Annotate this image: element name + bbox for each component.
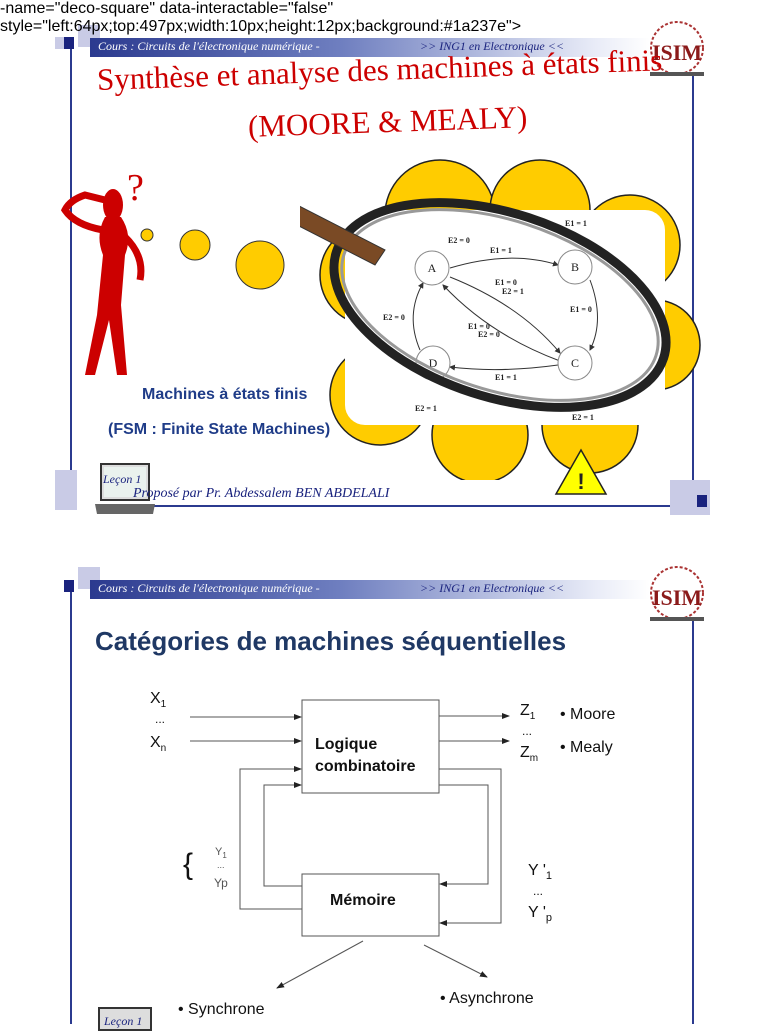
isim-logo: ISIM <box>650 21 704 76</box>
next-state-yp: Y 'p <box>528 904 553 925</box>
svg-text:E1 = 1: E1 = 1 <box>565 219 587 228</box>
next-state-y1: Y '1 <box>528 862 553 883</box>
isim-logo: ISIM <box>650 566 704 621</box>
input-x1: X1 <box>150 690 167 711</box>
output-z1: Z1 <box>520 702 536 723</box>
deco-square <box>697 495 707 507</box>
subtitle-fsm-english: (FSM : Finite State Machines) <box>108 421 331 438</box>
lesson-label: Leçon 1 <box>104 1014 143 1028</box>
svg-text:E2 = 1: E2 = 1 <box>415 404 437 413</box>
header-bar: Cours : Circuits de l'électronique numér… <box>90 580 650 599</box>
output-dots: ... <box>522 724 533 738</box>
svg-text:E2 = 0: E2 = 0 <box>448 236 470 245</box>
svg-text:E2 = 0: E2 = 0 <box>478 330 500 339</box>
svg-text:E1 = 1: E1 = 1 <box>490 246 512 255</box>
course-name: Cours : Circuits de l'électronique numér… <box>98 581 320 595</box>
type-moore: • Moore <box>560 706 616 723</box>
author: Proposé par Pr. Abdessalem BEN ABDELALI <box>133 486 390 501</box>
frame-left-line <box>70 48 72 508</box>
frame-right-line <box>692 75 694 500</box>
input-xn: Xn <box>150 734 167 755</box>
course-name: Cours : Circuits de l'électronique numér… <box>98 39 320 53</box>
warning-icon: ! <box>554 448 608 495</box>
output-zm: Zm <box>520 744 539 765</box>
type-mealy: • Mealy <box>560 739 613 756</box>
state-c: C <box>571 356 579 370</box>
deco-square <box>64 580 74 592</box>
memory-type-sync: • Synchrone <box>178 1001 265 1018</box>
state-dots: ... <box>217 860 225 870</box>
memory-block-label: Mémoire <box>330 892 396 909</box>
state-a: A <box>428 261 437 275</box>
logic-block <box>301 699 440 794</box>
svg-text:!: ! <box>577 469 584 494</box>
input-dots: ... <box>155 712 166 726</box>
svg-text:E1 = 0: E1 = 0 <box>468 322 490 331</box>
lesson-label: Leçon 1 <box>103 472 142 486</box>
slide-title: Catégories de machines séquentielles <box>95 626 567 656</box>
header-bar: Cours : Circuits de l'électronique numér… <box>90 38 650 57</box>
deco-square <box>55 470 77 510</box>
state-y1: Y1 <box>215 846 227 861</box>
laptop-icon <box>95 463 155 514</box>
state-b: B <box>571 260 579 274</box>
frame-right-line <box>692 620 694 1024</box>
svg-text:?: ? <box>127 167 144 209</box>
state-d: D <box>429 356 438 370</box>
state-brace: { <box>183 848 194 881</box>
fsm-magnifier-illustration: A B C D E1 = 1 E2 = 0 E1 = 1 E1 = 0 E2 =… <box>300 159 701 480</box>
svg-text:ISIM: ISIM <box>652 585 702 610</box>
svg-text:E2 = 1: E2 = 1 <box>502 287 524 296</box>
frame-left-line <box>70 590 72 1024</box>
deco-square <box>64 37 74 49</box>
svg-text:E2 = 0: E2 = 0 <box>383 313 405 322</box>
memory-block <box>301 873 440 937</box>
thought-bubbles <box>179 229 285 290</box>
subtitle-fsm: Machines à états finis <box>142 386 308 403</box>
program-name: >> ING1 en Electronique << <box>420 39 564 53</box>
frame-bottom-line <box>100 505 700 507</box>
program-name: >> ING1 en Electronique << <box>420 581 564 595</box>
svg-text:E1 = 0: E1 = 0 <box>495 278 517 287</box>
svg-text:ISIM: ISIM <box>652 40 702 65</box>
svg-text:E1 = 1: E1 = 1 <box>495 373 517 382</box>
memory-type-async: • Asynchrone <box>440 990 534 1007</box>
svg-text:E2 = 1: E2 = 1 <box>572 413 594 422</box>
logic-block-label: Logique combinatoire <box>315 736 416 775</box>
next-state-dots: ... <box>533 884 544 898</box>
state-yp: Yp <box>214 876 228 890</box>
fsm-diagram <box>412 257 598 371</box>
thinking-figure: ? <box>60 167 154 375</box>
svg-text:E1 = 0: E1 = 0 <box>570 305 592 314</box>
